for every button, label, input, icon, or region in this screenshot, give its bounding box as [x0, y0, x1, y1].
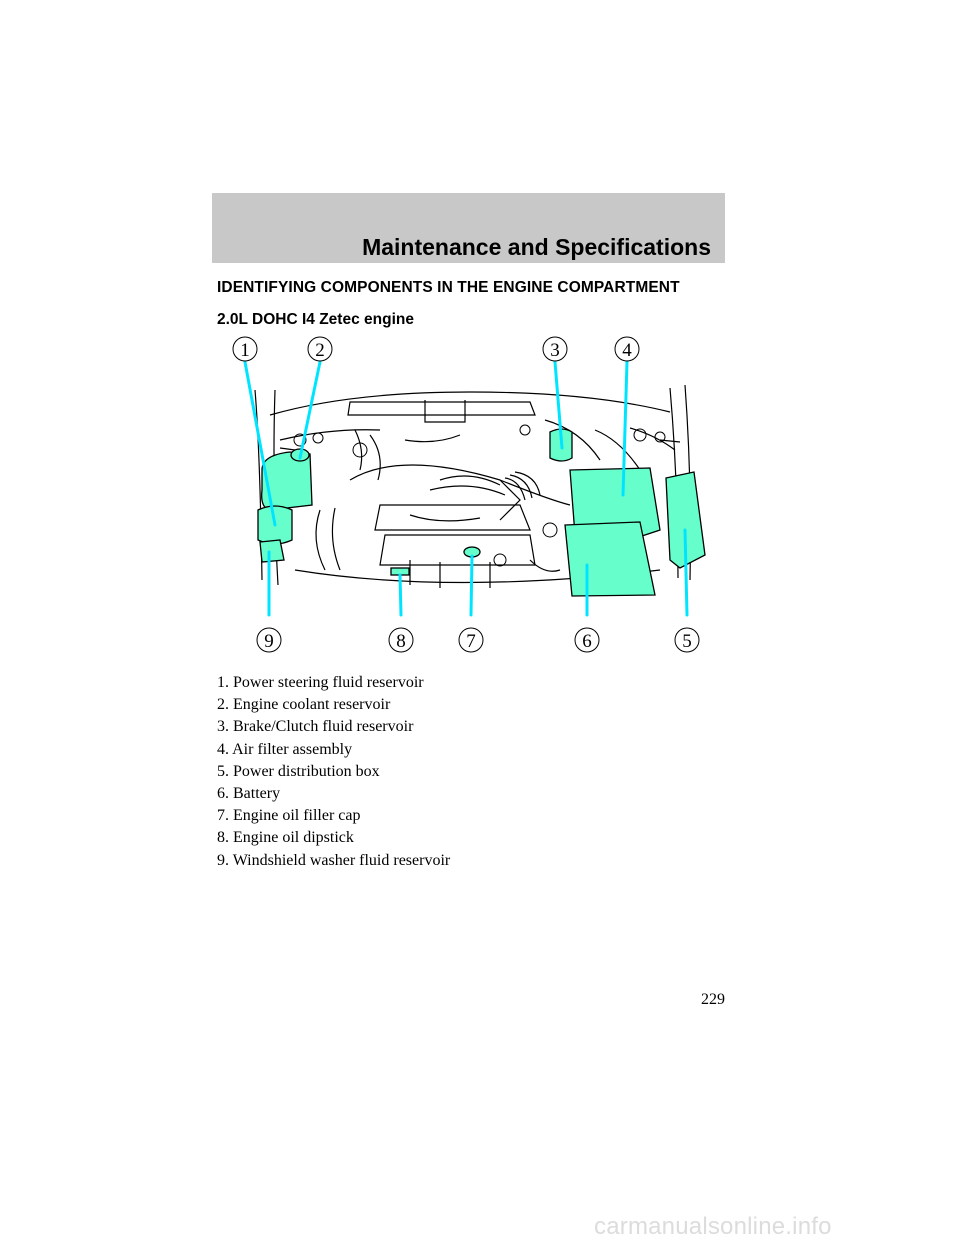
- engine-subtitle: 2.0L DOHC I4 Zetec engine: [217, 311, 414, 328]
- power-distribution-box-shape: [665, 471, 706, 569]
- page-number: 229: [701, 991, 725, 1008]
- legend-item: 4. Air filter assembly: [217, 740, 353, 758]
- callout-1: 1: [232, 336, 258, 362]
- callout-2: 2: [307, 336, 333, 362]
- legend-item: 3. Brake/Clutch fluid reservoir: [217, 718, 414, 736]
- callout-9: 9: [256, 627, 282, 653]
- callout-7: 7: [458, 627, 484, 653]
- callout-number: 1: [240, 340, 250, 361]
- watermark: carmanualsonline.info: [594, 1213, 832, 1240]
- legend-item: 1. Power steering fluid reservoir: [217, 674, 424, 691]
- section-heading: IDENTIFYING COMPONENTS IN THE ENGINE COM…: [217, 279, 680, 296]
- washer-reservoir-shape: [259, 539, 285, 563]
- callouts-top: 1 2 3 4: [232, 336, 640, 362]
- callout-number: 7: [466, 631, 476, 652]
- callout-number: 9: [264, 631, 274, 652]
- legend-item: 7. Engine oil filler cap: [217, 807, 361, 825]
- callout-4: 4: [614, 336, 640, 362]
- callout-number: 2: [315, 340, 325, 361]
- callout-number: 6: [582, 631, 592, 652]
- coolant-reservoir-shape: [261, 451, 313, 511]
- callout-5: 5: [674, 627, 700, 653]
- battery-shape: [564, 521, 656, 597]
- callout-6: 6: [574, 627, 600, 653]
- engine-line-art: [254, 384, 692, 588]
- callout-number: 3: [550, 340, 560, 361]
- legend-item: 9. Windshield washer fluid reservoir: [217, 851, 451, 869]
- callout-8: 8: [388, 627, 414, 653]
- section-header-title: Maintenance and Specifications: [362, 234, 711, 260]
- callouts-bottom: 9 8 7 6 5: [256, 627, 700, 653]
- callout-3: 3: [542, 336, 568, 362]
- highlighted-components: [257, 428, 706, 597]
- legend-item: 6. Battery: [217, 785, 281, 803]
- engine-compartment-diagram: 1 2 3 4 9 8 7 6 5: [200, 330, 740, 660]
- callout-number: 8: [396, 631, 406, 652]
- engine-detail-circles: [293, 424, 666, 567]
- leader-lines: [243, 360, 689, 617]
- component-legend: 1. Power steering fluid reservoir 2. Eng…: [217, 672, 450, 872]
- section-header-band: Maintenance and Specifications: [212, 193, 725, 263]
- legend-item: 2. Engine coolant reservoir: [217, 696, 391, 714]
- legend-item: 8. Engine oil dipstick: [217, 829, 354, 847]
- callout-number: 5: [682, 631, 692, 652]
- callout-number: 4: [622, 340, 632, 361]
- legend-item: 5. Power distribution box: [217, 762, 380, 780]
